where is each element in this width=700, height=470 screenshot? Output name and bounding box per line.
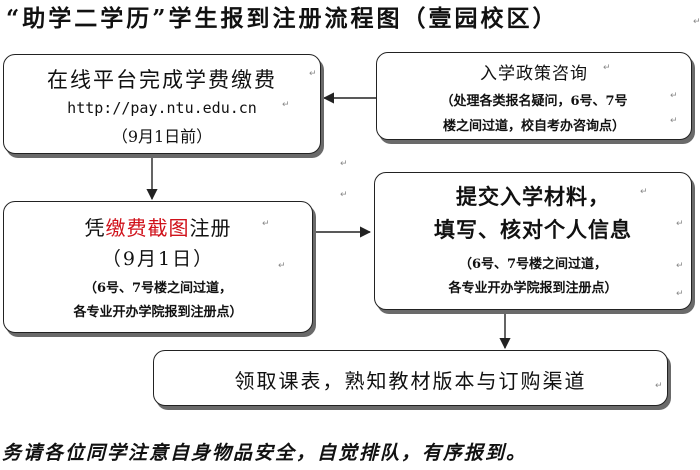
- paragraph-mark: ↵: [655, 381, 663, 391]
- paragraph-mark: ↵: [640, 187, 648, 197]
- pay-url: http://pay.ntu.edu.cn: [67, 99, 257, 117]
- box-register: 凭缴费截图注册 （9月1日） （6号、7号楼之间过道， 各专业开办学院报到注册点…: [3, 201, 313, 333]
- register-suffix: 注册: [189, 216, 232, 240]
- submit-heading-1: 提交入学材料，: [456, 184, 610, 209]
- box-collect-schedule: 领取课表，熟知教材版本与订购渠道: [153, 350, 668, 406]
- register-location-1: （6号、7号楼之间过道，: [83, 281, 233, 296]
- paragraph-mark: ↵: [676, 219, 684, 229]
- paragraph-mark: ↵: [262, 219, 270, 229]
- paragraph-mark: ↵: [309, 69, 317, 79]
- paragraph-mark: ↵: [693, 17, 700, 27]
- paragraph-mark: ↵: [676, 261, 684, 271]
- paragraph-mark: ↵: [603, 63, 611, 73]
- paragraph-mark: ↵: [278, 261, 286, 271]
- paragraph-mark: ↵: [282, 100, 290, 110]
- pay-deadline: （9月1日前）: [111, 127, 213, 146]
- paragraph-mark: ↵: [670, 91, 678, 101]
- register-location-2: 各专业开办学院报到注册点）: [73, 305, 243, 320]
- paragraph-mark: ↵: [340, 190, 348, 200]
- box-policy-consult: 入学政策咨询 （处理各类报名疑问，6号、7号 楼之间过道，校自考办咨询点）: [376, 52, 692, 140]
- paragraph-mark: ↵: [340, 159, 348, 169]
- register-heading: 凭缴费截图注册: [4, 212, 312, 241]
- submit-heading-2: 填写、核对个人信息: [434, 217, 632, 242]
- policy-heading: 入学政策咨询: [480, 64, 588, 84]
- collect-text: 领取课表，熟知教材版本与订购渠道: [234, 369, 587, 393]
- paragraph-mark: ↵: [676, 289, 684, 299]
- submit-location-1: （6号、7号楼之间过道，: [458, 257, 608, 272]
- paragraph-mark: ↵: [670, 116, 678, 126]
- box-pay-tuition: 在线平台完成学费缴费 http://pay.ntu.edu.cn （9月1日前）: [3, 54, 321, 154]
- policy-detail-1: （处理各类报名疑问，6号、7号: [440, 94, 628, 109]
- screenshot-emphasis: 缴费截图: [105, 216, 190, 240]
- submit-location-2: 各专业开办学院报到注册点）: [448, 281, 618, 296]
- footer-note: 务请各位同学注意自身物品安全，自觉排队，有序报到。: [2, 442, 528, 464]
- policy-detail-2: 楼之间过道，校自考办咨询点）: [442, 119, 625, 134]
- register-prefix: 凭: [84, 216, 106, 240]
- page-title: “助学二学历”学生报到注册流程图（壹园校区）: [6, 5, 559, 32]
- register-date: （9月1日）: [101, 248, 215, 270]
- pay-heading: 在线平台完成学费缴费: [47, 68, 277, 92]
- box-submit-materials: 提交入学材料， 填写、核对个人信息 （6号、7号楼之间过道， 各专业开办学院报到…: [374, 172, 692, 310]
